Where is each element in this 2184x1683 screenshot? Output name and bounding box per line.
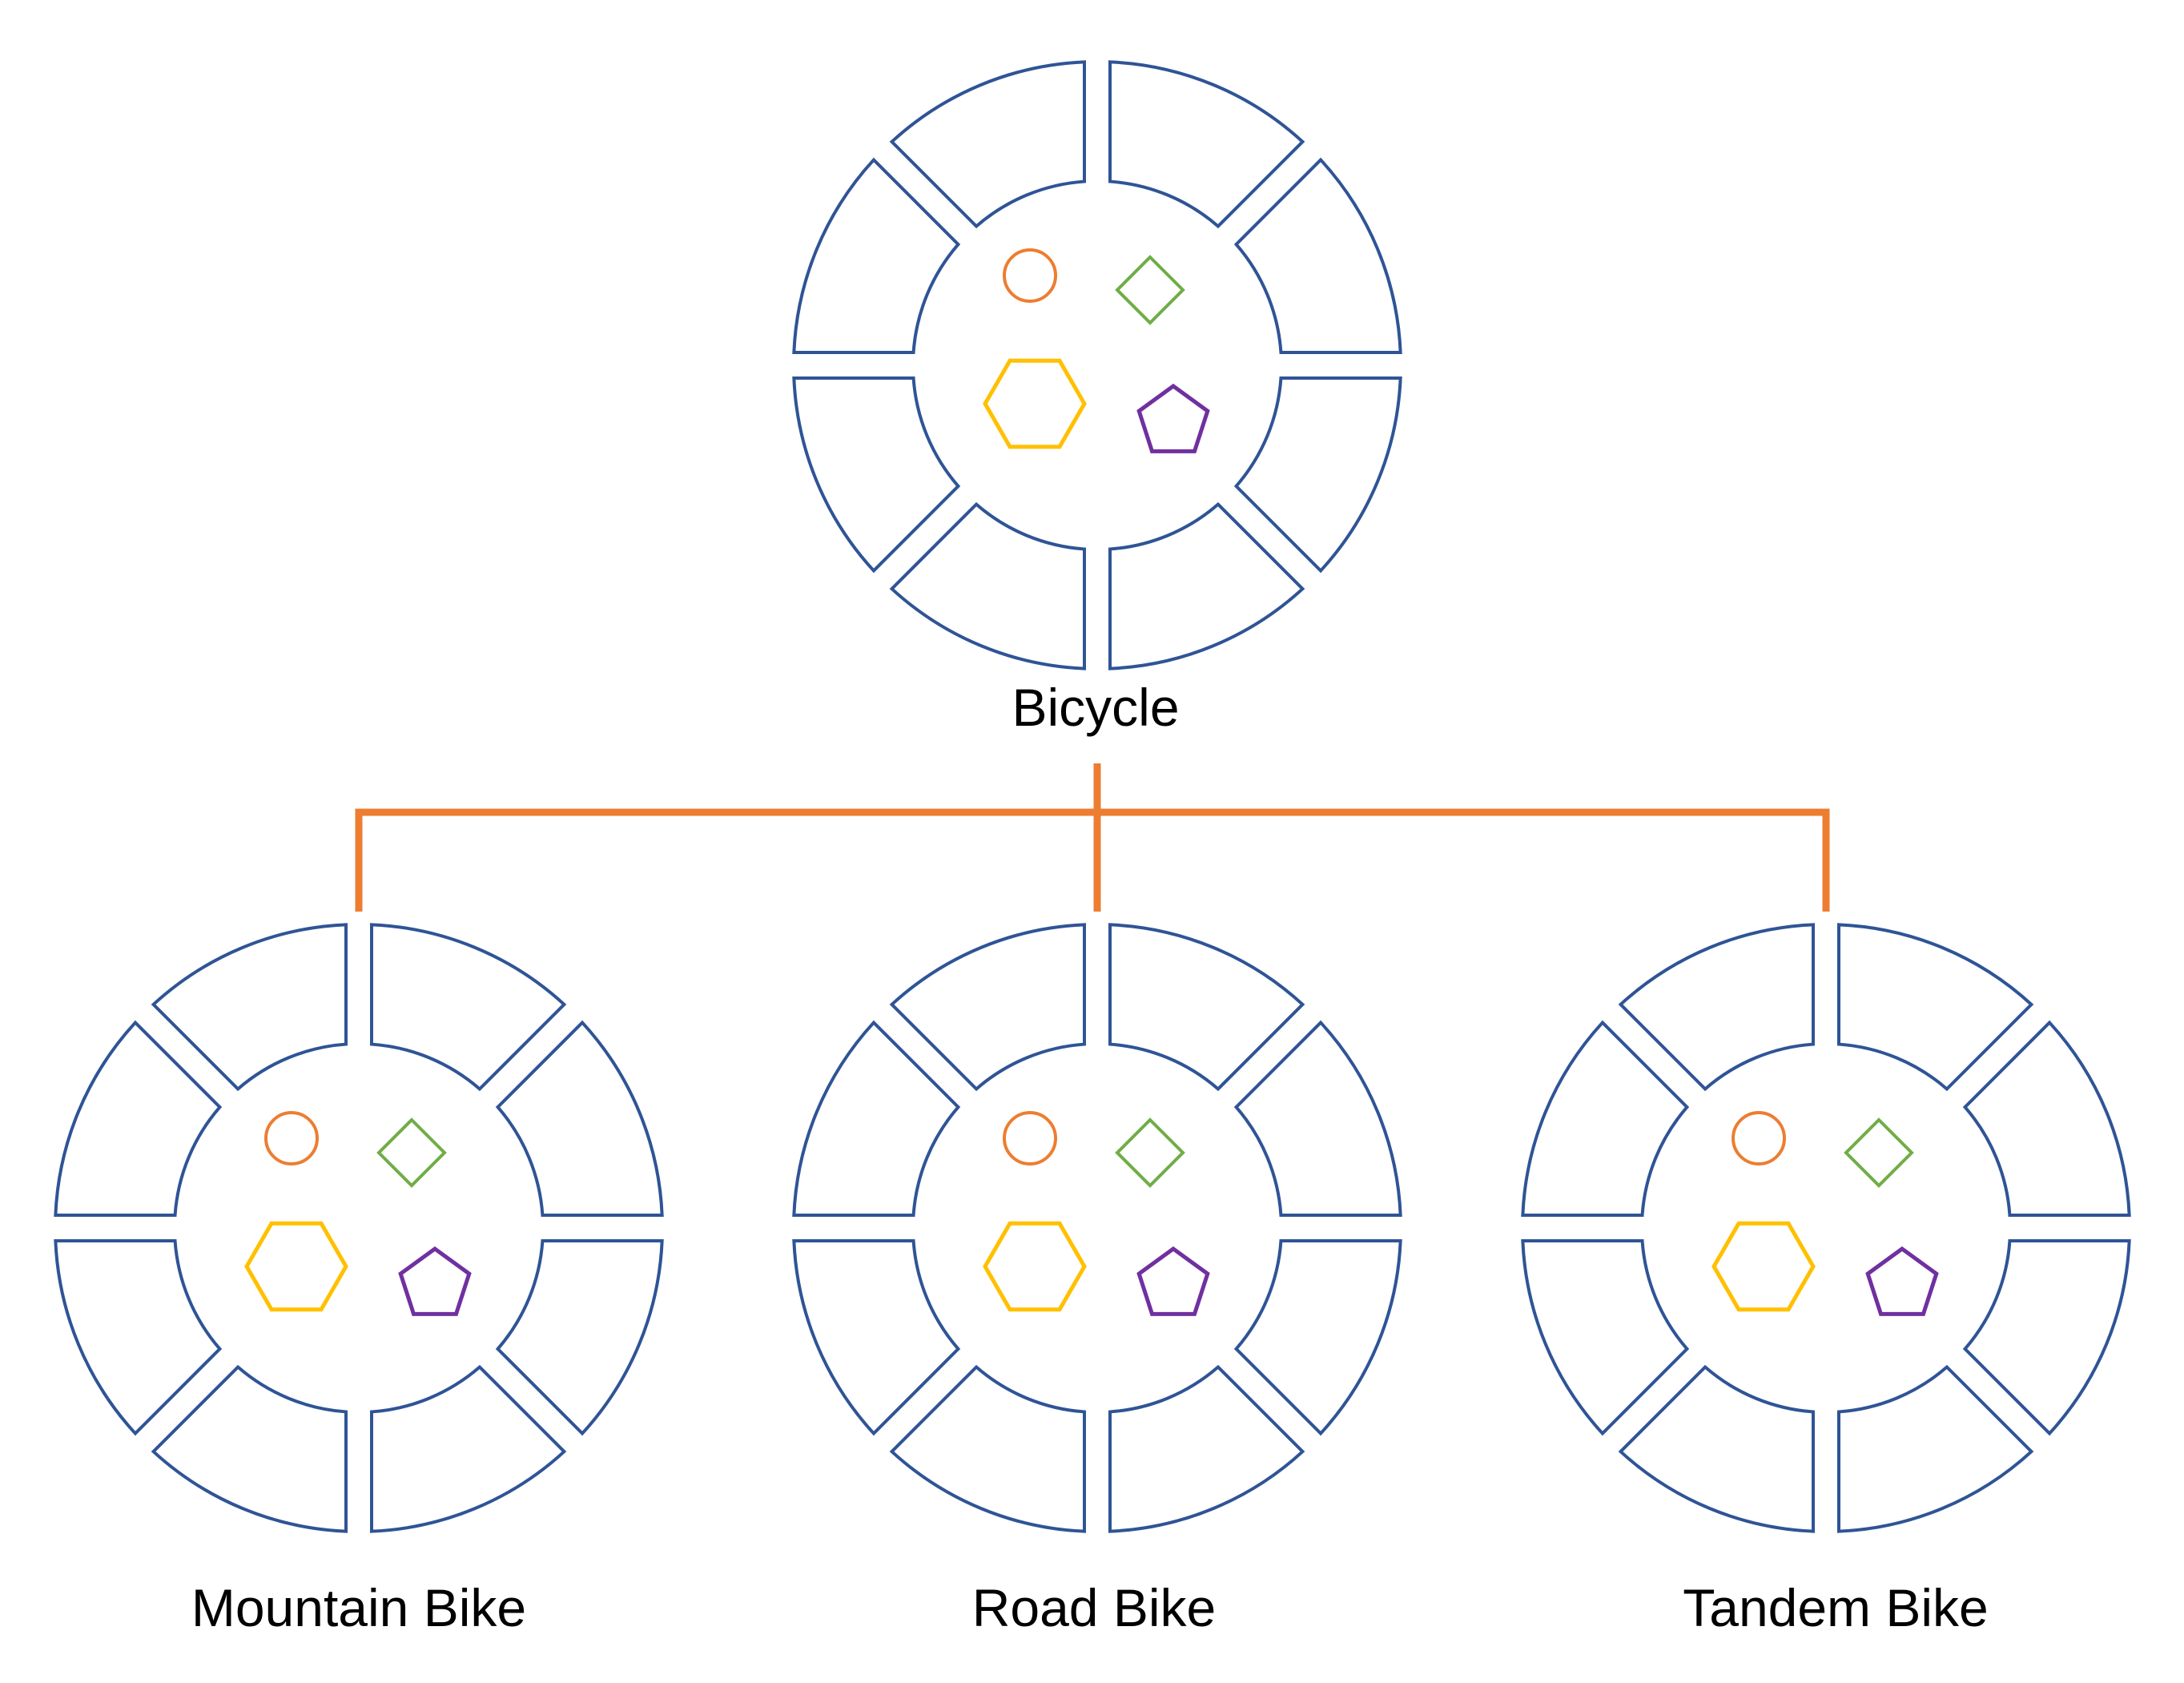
hexagon-icon bbox=[983, 1221, 1087, 1312]
hexagon-icon bbox=[983, 358, 1087, 449]
ring-segment bbox=[792, 376, 961, 574]
ring-segment bbox=[151, 923, 348, 1092]
diamond-icon bbox=[1115, 1117, 1185, 1188]
hexagon-icon bbox=[244, 1221, 348, 1312]
ring-segment bbox=[1233, 157, 1402, 354]
ring-segment bbox=[1108, 923, 1305, 1092]
ring-segment bbox=[1618, 1364, 1815, 1533]
diamond-icon bbox=[376, 1117, 447, 1188]
pentagon-icon bbox=[1136, 383, 1210, 453]
ring-segment bbox=[1837, 1364, 2034, 1533]
ring-segment bbox=[495, 1020, 664, 1217]
node-label-bicycle: Bicycle bbox=[1012, 678, 1179, 737]
diamond-icon bbox=[1115, 255, 1185, 325]
ring-segment bbox=[370, 923, 567, 1092]
ring-segment bbox=[1521, 1239, 1690, 1436]
node-label-tandem-bike: Tandem Bike bbox=[1683, 1578, 1989, 1637]
ring-segment bbox=[1962, 1239, 2131, 1436]
wheel-mountain-bike bbox=[54, 923, 664, 1533]
ring-segment bbox=[889, 501, 1086, 670]
ring-segment bbox=[1618, 923, 1815, 1092]
ring-segment bbox=[1962, 1020, 2131, 1217]
node-label-road-bike: Road Bike bbox=[972, 1578, 1217, 1637]
pentagon-icon bbox=[1136, 1246, 1210, 1316]
ring-segment bbox=[889, 60, 1086, 229]
circle-icon bbox=[264, 1111, 319, 1166]
ring-segment bbox=[151, 1364, 348, 1533]
circle-icon bbox=[1003, 1111, 1057, 1166]
pentagon-icon bbox=[398, 1246, 472, 1316]
ring-segment bbox=[54, 1020, 223, 1217]
ring-segment bbox=[1233, 1239, 1402, 1436]
ring-segment bbox=[1837, 923, 2034, 1092]
connector-lines bbox=[355, 763, 1830, 912]
wheel-tandem-bike bbox=[1521, 923, 2131, 1533]
ring-segment bbox=[1108, 60, 1305, 229]
circle-icon bbox=[1732, 1111, 1786, 1166]
ring-segment bbox=[1108, 1364, 1305, 1533]
ring-segment bbox=[495, 1239, 664, 1436]
wheel-bicycle bbox=[792, 60, 1402, 670]
ring-segment bbox=[889, 1364, 1086, 1533]
ring-segment bbox=[792, 1020, 961, 1217]
circle-icon bbox=[1003, 248, 1057, 303]
node-label-mountain-bike: Mountain Bike bbox=[191, 1578, 526, 1637]
wheel-road-bike bbox=[792, 923, 1402, 1533]
ring-segment bbox=[889, 923, 1086, 1092]
hexagon-icon bbox=[1711, 1221, 1816, 1312]
ring-segment bbox=[792, 1239, 961, 1436]
ring-segment bbox=[370, 1364, 567, 1533]
ring-segment bbox=[1521, 1020, 1690, 1217]
ring-segment bbox=[1108, 501, 1305, 670]
ring-segment bbox=[54, 1239, 223, 1436]
diamond-icon bbox=[1844, 1117, 1914, 1188]
pentagon-icon bbox=[1865, 1246, 1939, 1316]
ring-segment bbox=[792, 157, 961, 354]
ring-segment bbox=[1233, 376, 1402, 574]
wheel-nodes bbox=[54, 60, 2131, 1533]
ring-segment bbox=[1233, 1020, 1402, 1217]
